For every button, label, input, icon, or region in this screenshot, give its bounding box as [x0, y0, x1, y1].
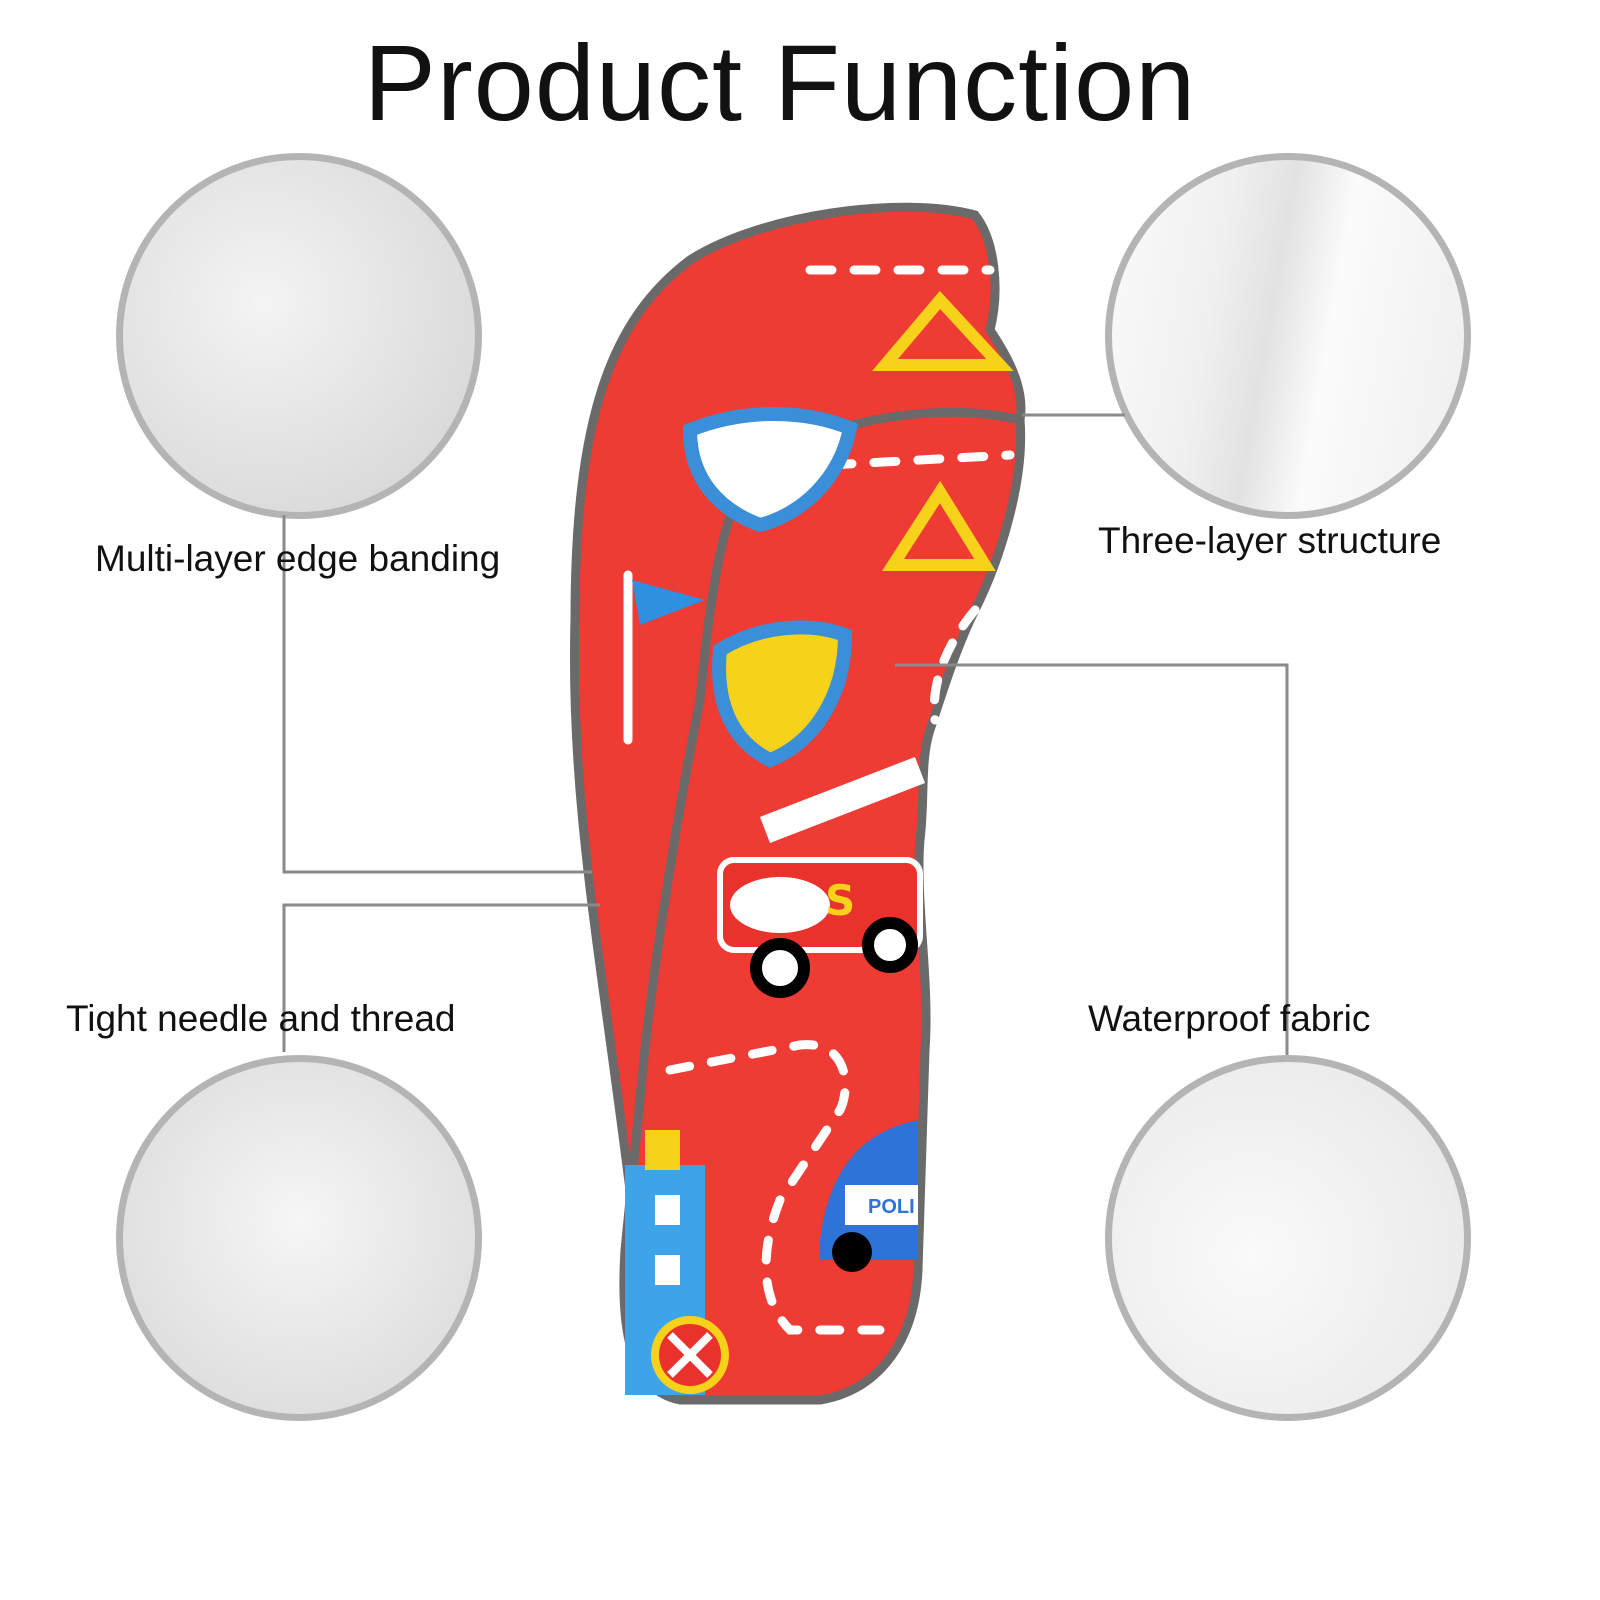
warning-triangle-icon: [882, 480, 996, 571]
police-text: POLI: [868, 1196, 915, 1218]
shield-icon: [712, 620, 853, 768]
warning-triangle-icon: [872, 290, 1014, 371]
page-title: Product Function: [363, 22, 1197, 143]
police-car-icon: POLI: [820, 1120, 918, 1272]
feature-label-needle-thread: Tight needle and thread: [66, 998, 456, 1039]
svg-text:S: S: [825, 876, 855, 925]
feature-label-edge-banding: Multi-layer edge banding: [95, 538, 501, 579]
detail-circle-edge-banding: [116, 153, 482, 519]
callout-lines: [282, 413, 1289, 1055]
flag-icon: [632, 580, 705, 625]
detail-circle-waterproof: [1105, 1055, 1471, 1421]
detail-circle-three-layer: [1105, 153, 1471, 519]
print-pattern: [623, 265, 1015, 1335]
shield-icon: [682, 406, 858, 533]
feature-label-waterproof: Waterproof fabric: [1088, 998, 1371, 1039]
feature-label-three-layer: Three-layer structure: [1098, 520, 1442, 561]
detail-circle-needle-thread: [116, 1055, 482, 1421]
fire-truck-icon: S: [717, 756, 926, 998]
